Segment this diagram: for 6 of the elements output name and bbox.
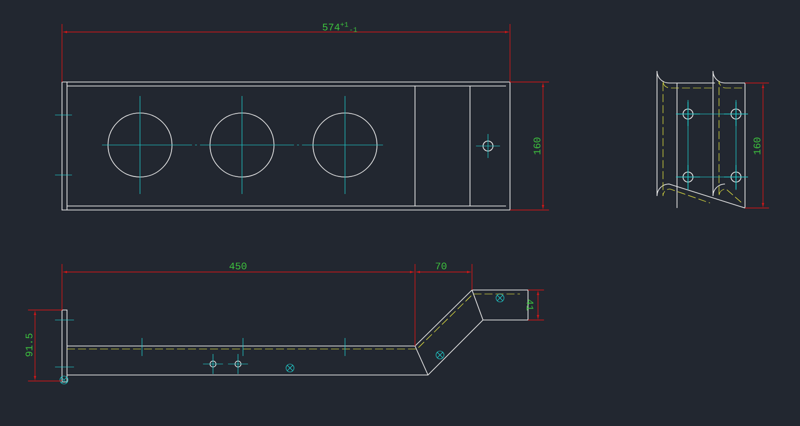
dimension-label: 160 xyxy=(534,138,540,154)
dimension-label: 91.5 xyxy=(26,334,32,356)
dimension-label: 70 xyxy=(436,262,446,270)
dimension-label: 160 xyxy=(754,138,760,154)
dimension-label: 450 xyxy=(230,262,246,270)
dimension-label: 41 xyxy=(526,300,534,311)
